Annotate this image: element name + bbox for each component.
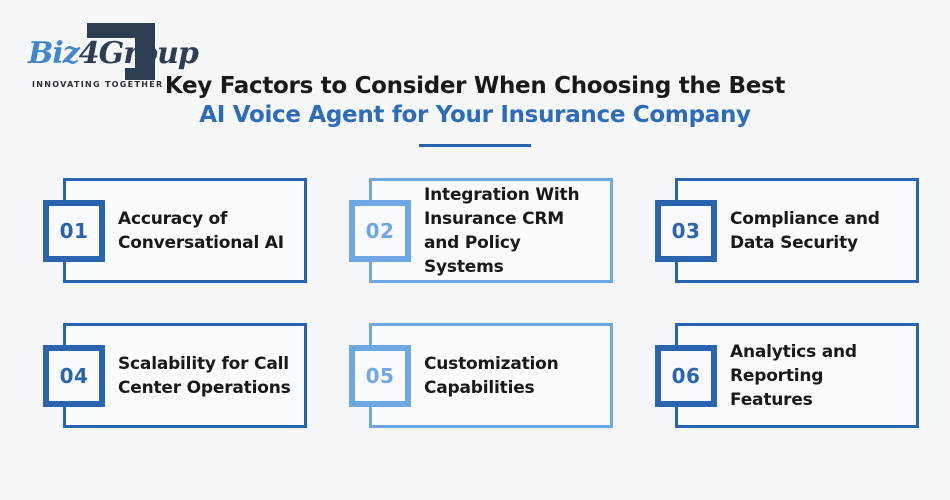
biz4group-logo-text: Biz4Group bbox=[28, 36, 199, 71]
title-line-2: AI Voice Agent for Your Insurance Compan… bbox=[199, 102, 751, 128]
factor-number-badge-04: 04 bbox=[43, 344, 105, 407]
logo-tagline: INNOVATING TOGETHER bbox=[32, 80, 164, 89]
factor-number-02: 02 bbox=[365, 218, 395, 243]
factor-card-02: 02 Integration With Insurance CRM and Po… bbox=[349, 178, 613, 283]
factor-number-badge-06: 06 bbox=[655, 344, 717, 407]
factor-label-04: Scalability for Call Center Operations bbox=[118, 353, 291, 398]
factor-card-01: 01 Accuracy of Conversational AI bbox=[43, 178, 307, 283]
factor-card-06: 06 Analytics and Reporting Features bbox=[655, 323, 919, 428]
factor-number-badge-01: 01 bbox=[43, 199, 105, 262]
factor-label-01: Accuracy of Conversational AI bbox=[118, 208, 284, 253]
factor-label-02: Integration With Insurance CRM and Polic… bbox=[424, 184, 580, 277]
logo-word-biz: Biz bbox=[28, 36, 80, 71]
factor-cards-grid: 01 Accuracy of Conversational AI 02 Inte… bbox=[43, 178, 919, 428]
factor-number-05: 05 bbox=[365, 363, 395, 388]
factor-number-01: 01 bbox=[59, 218, 89, 243]
title-underline bbox=[419, 144, 531, 147]
factor-number-badge-05: 05 bbox=[349, 344, 411, 407]
page-header: Key Factors to Consider When Choosing th… bbox=[0, 72, 950, 147]
logo-word-group: Group bbox=[98, 36, 199, 71]
logo-digit-4: 4 bbox=[78, 36, 100, 71]
factor-label-03: Compliance and Data Security bbox=[730, 208, 880, 253]
factor-card-04: 04 Scalability for Call Center Operation… bbox=[43, 323, 307, 428]
factor-card-05: 05 Customization Capabilities bbox=[349, 323, 613, 428]
biz4group-logo: Biz4Group INNOVATING TOGETHER bbox=[20, 10, 199, 94]
factor-label-05: Customization Capabilities bbox=[424, 353, 559, 398]
factor-number-04: 04 bbox=[59, 363, 89, 388]
biz4group-logo-mark bbox=[87, 23, 155, 80]
factor-number-badge-03: 03 bbox=[655, 199, 717, 262]
factor-label-06: Analytics and Reporting Features bbox=[730, 341, 857, 410]
factor-number-badge-02: 02 bbox=[349, 199, 411, 262]
title-line-1: Key Factors to Consider When Choosing th… bbox=[164, 73, 786, 99]
factor-number-03: 03 bbox=[671, 218, 701, 243]
factor-number-06: 06 bbox=[671, 363, 701, 388]
factor-card-03: 03 Compliance and Data Security bbox=[655, 178, 919, 283]
